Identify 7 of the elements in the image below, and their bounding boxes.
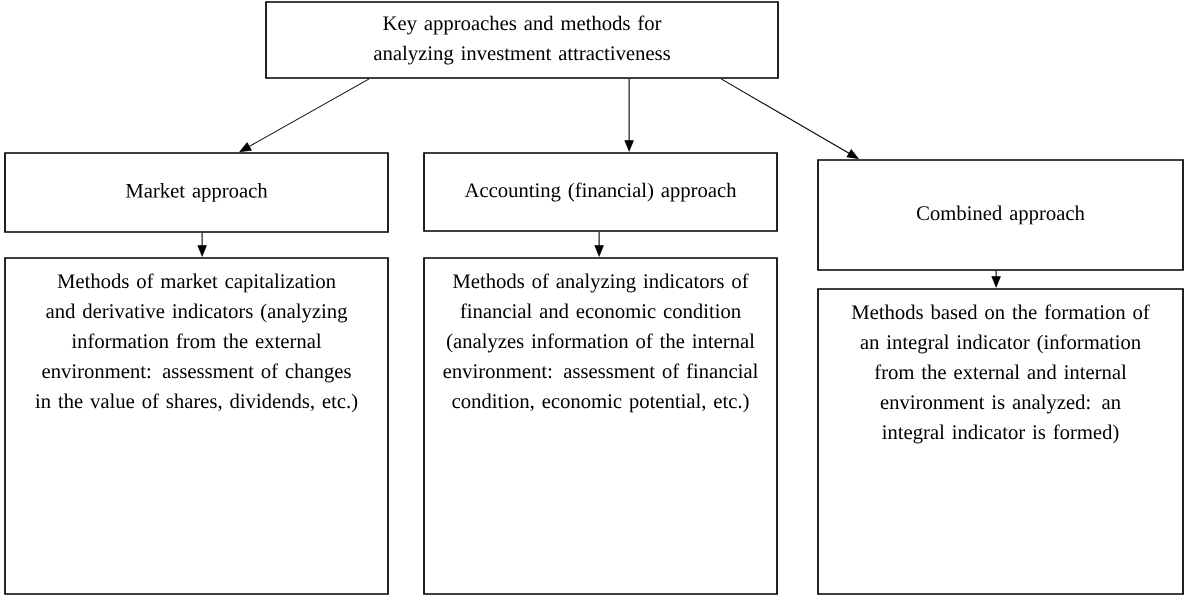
approach-box: Combined approach <box>817 159 1184 271</box>
approach-box: Accounting (financial) approach <box>423 152 778 232</box>
approach-box: Market approach <box>4 152 389 233</box>
method-box: Methods based on the formation of an integral indicator (information from the external and internal environment is analyzed: an integral indicator is formed) <box>817 288 1184 595</box>
method-box: Methods of analyzing indicators of financial and economic condition (analyzes information of the internal environment: assessment of financial condition, economic potential, etc.) <box>423 257 778 595</box>
heading-box: Key approaches and methods for analyzing investment attractiveness <box>265 1 779 79</box>
method-box: Methods of market capitalization and derivative indicators (analyzing information from the external environment: assessment of changes in the value of shares, dividends, etc.) <box>4 257 389 595</box>
